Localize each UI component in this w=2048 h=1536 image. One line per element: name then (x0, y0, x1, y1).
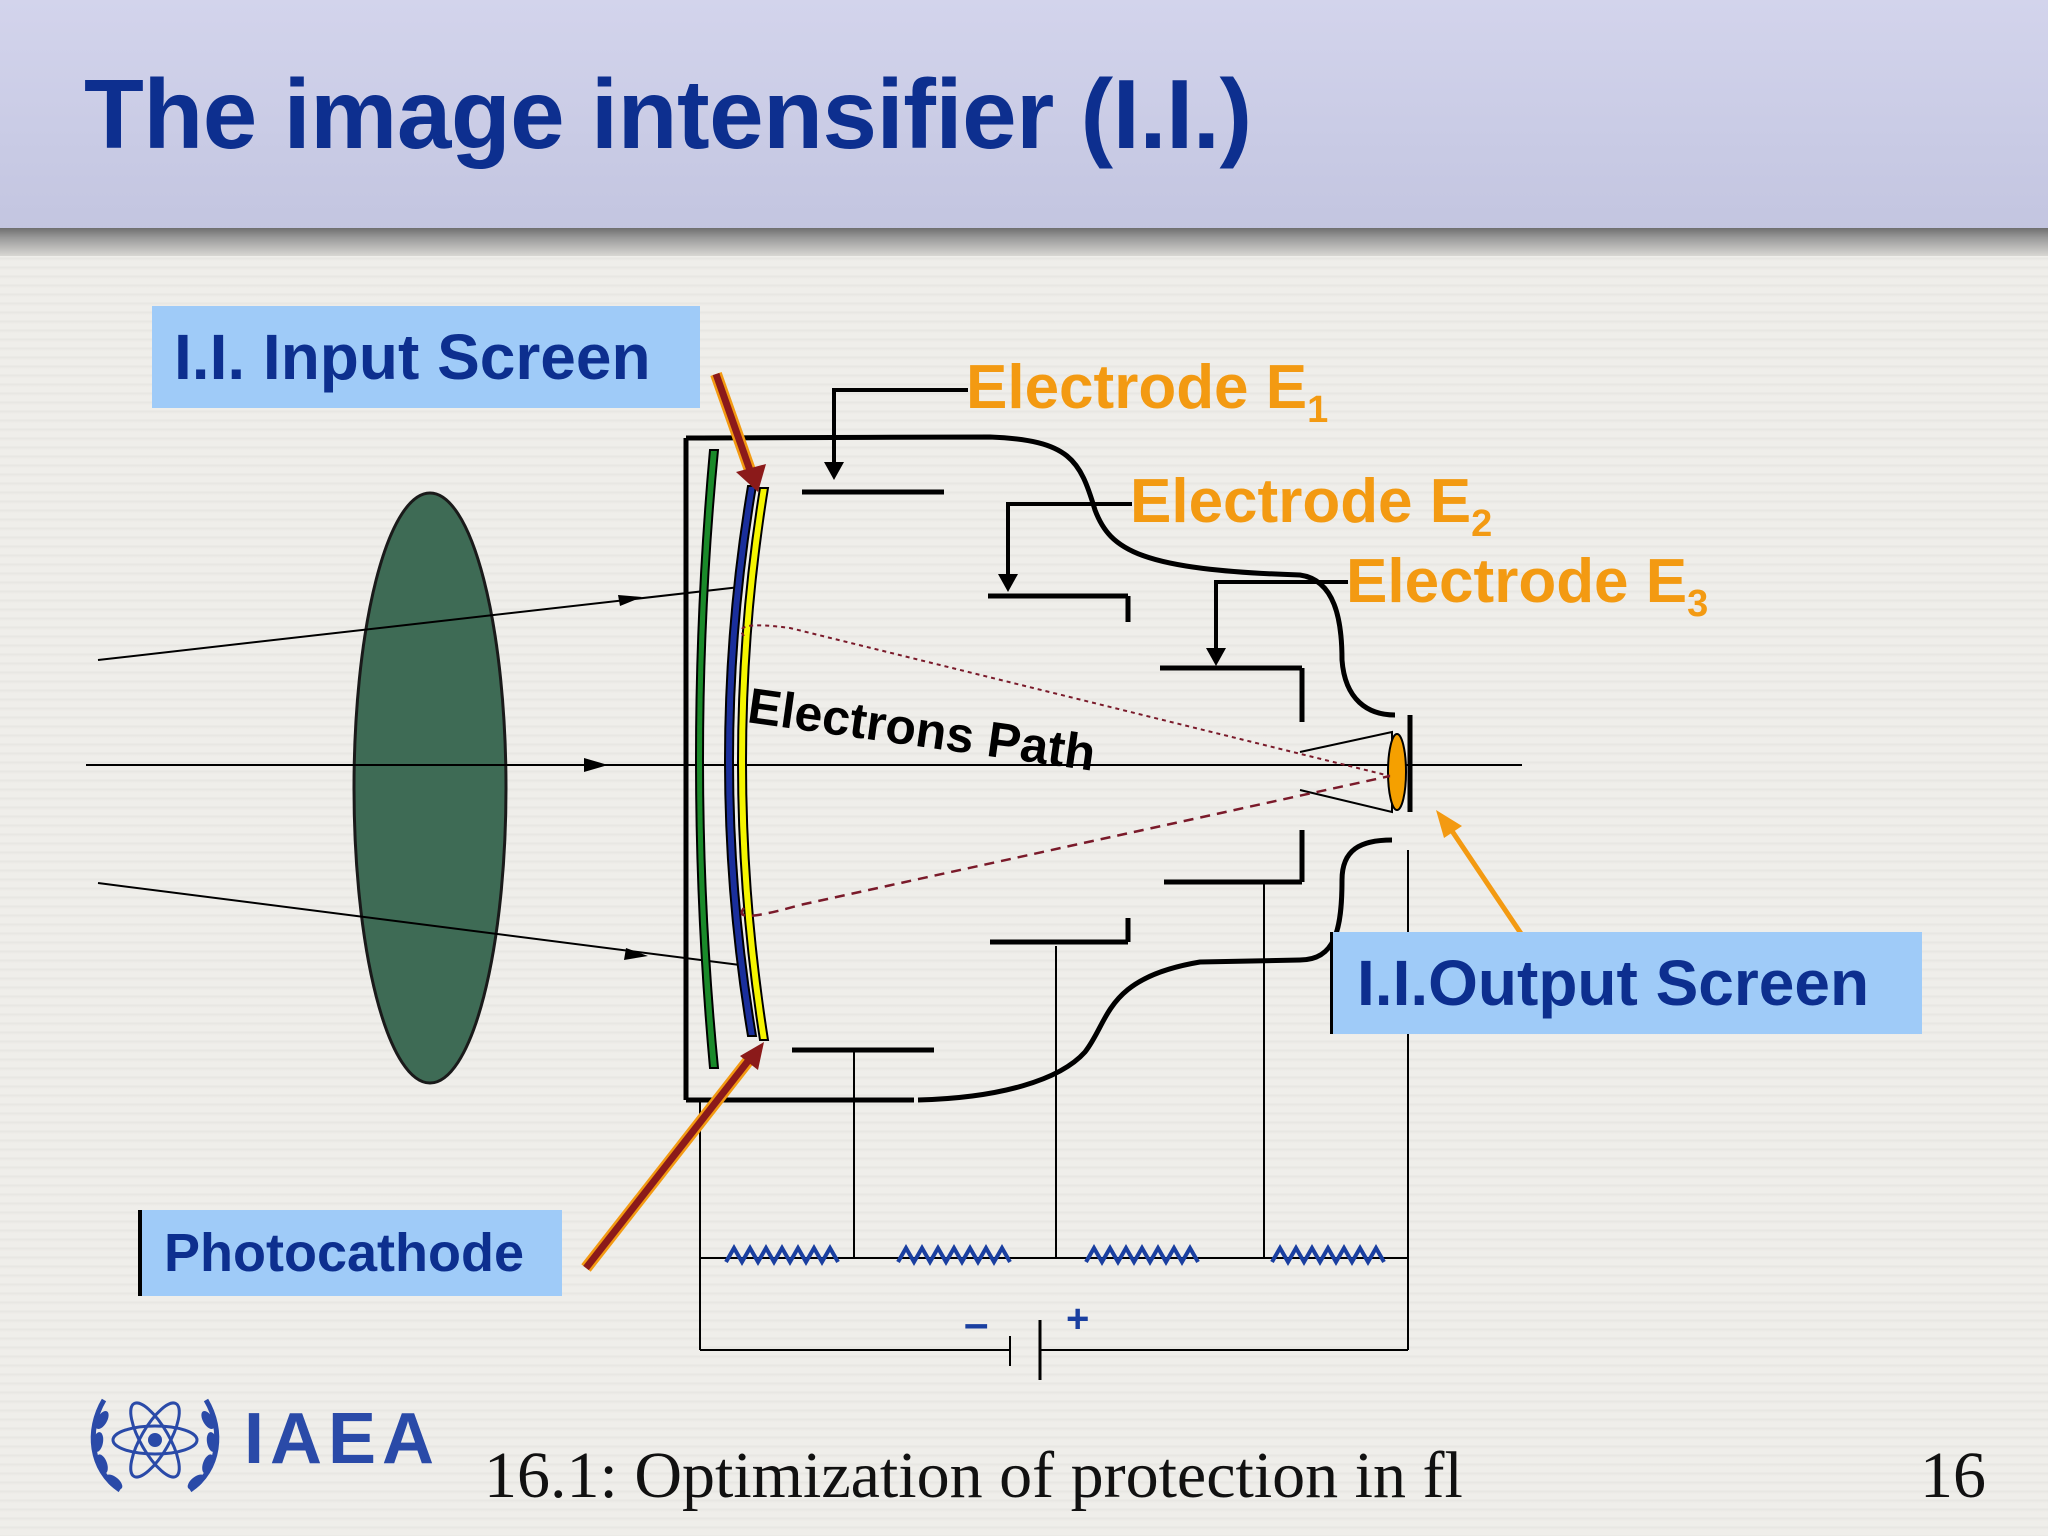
resistors (724, 1243, 1386, 1267)
input-screen-blue-layer (724, 485, 758, 1037)
electrode-leader-e3 (1214, 580, 1348, 654)
electron-path-lower (740, 774, 1391, 917)
header-divider (0, 228, 2048, 256)
photocathode-pointer-arrow (581, 1042, 764, 1272)
input-screen-outer-layer (695, 449, 720, 1069)
iaea-logo-icon (90, 1398, 220, 1493)
output-screen-label: I.I.Output Screen (1330, 932, 1922, 1034)
power-circuit (699, 850, 1409, 1380)
electron-path-upper (740, 624, 1391, 777)
iaea-logo-text: IAEA (244, 1399, 441, 1479)
photocathode-label: Photocathode (138, 1210, 562, 1296)
tube-outline (683, 434, 1396, 1103)
lens (352, 491, 508, 1085)
header-band (0, 0, 2048, 232)
output-screen-funnel (1299, 730, 1393, 814)
electrode-leader-e2 (1006, 502, 1132, 580)
slide-title: The image intensifier (I.I.) (84, 59, 1252, 169)
input-screen-label: I.I. Input Screen (152, 306, 700, 408)
electrodes-lower (792, 830, 1305, 1053)
electrode-e2-label: Electrode E2 (1130, 467, 1493, 545)
footer-course-title: 16.1: Optimization of protection in fl (484, 1439, 1463, 1512)
electrode-leader-e1 (832, 388, 968, 468)
output-screen-phosphor (1387, 733, 1407, 811)
photocathode-layer (737, 487, 770, 1041)
battery-minus-label: – (964, 1299, 988, 1348)
electrodes-upper (802, 489, 1305, 722)
output-screen-pointer-arrow (1436, 810, 1527, 940)
page-number: 16 (1920, 1439, 1986, 1512)
electrode-e1-label: Electrode E1 (966, 353, 1329, 431)
input-screen-pointer-arrow (710, 372, 766, 492)
electrode-e3-label: Electrode E3 (1346, 547, 1709, 625)
battery-plus-label: + (1066, 1297, 1089, 1341)
